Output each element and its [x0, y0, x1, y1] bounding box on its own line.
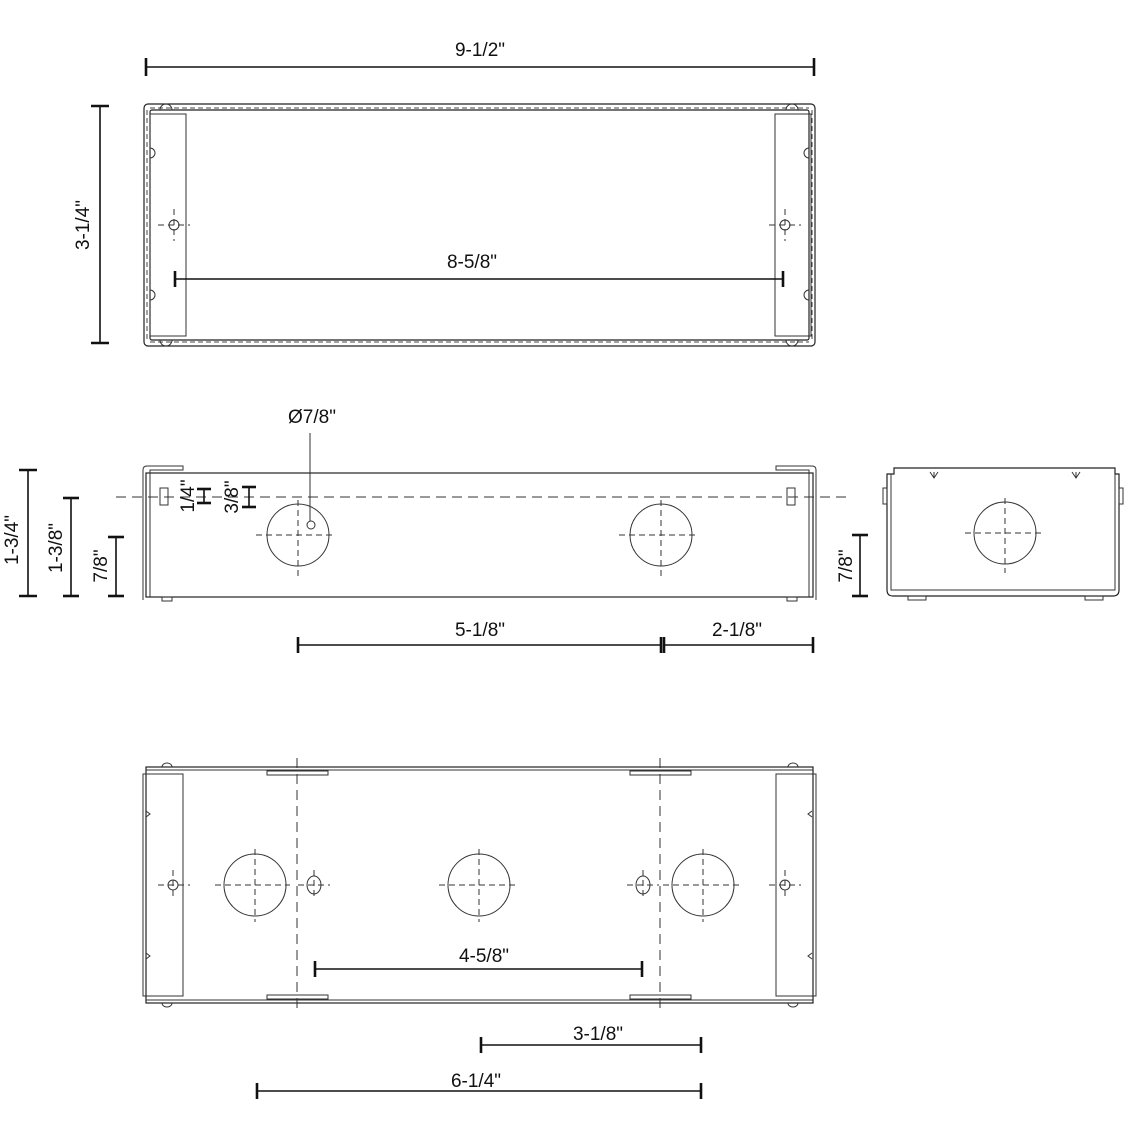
- mount-hole-left: [158, 209, 190, 241]
- dim-label-6-1-4: 6-1/4": [451, 1071, 501, 1092]
- dim-label-hole-diameter: Ø7/8": [288, 407, 336, 428]
- dim-label-3-1-8: 3-1/8": [573, 1024, 623, 1045]
- dim-label-hole-center-height: 7/8": [91, 549, 112, 582]
- knockout-hole-left: [256, 500, 334, 580]
- bottom-view: 4-5/8" 3-1/8" 6-1/4": [142, 758, 817, 1099]
- small-hole-left: [298, 870, 330, 900]
- dim-label-hole-spacing: 5-1/8": [455, 620, 505, 641]
- dim-hole-spacing: 5-1/8": [296, 620, 663, 653]
- top-view: 9-1/2" 3-1/4": [73, 40, 816, 347]
- dim-label-overall-height: 3-1/4": [73, 200, 94, 250]
- side-view: 7/8": [836, 467, 1124, 601]
- bottom-mount-hole-left: [158, 870, 190, 900]
- dim-label-mount-spacing: 8-5/8": [447, 252, 497, 273]
- dim-height-1: 1-3/8": [46, 496, 79, 598]
- dim-overall-height: 3-1/4": [73, 104, 109, 345]
- bottom-knockout-center: [439, 849, 515, 922]
- dim-mount-spacing: 8-5/8": [173, 252, 785, 287]
- dim-3-1-8: 3-1/8": [479, 1024, 703, 1053]
- dim-label-total-height: 1-3/4": [2, 515, 23, 565]
- mount-hole-right: [769, 209, 801, 241]
- dim-label-small-hole-spacing: 4-5/8": [459, 946, 509, 967]
- bottom-knockout-left: [215, 849, 290, 922]
- dim-hole-to-edge: 2-1/8": [662, 620, 815, 653]
- dim-hole-diameter: Ø7/8": [288, 407, 336, 521]
- bottom-mount-hole-right: [769, 870, 801, 900]
- dim-tab-offset-1: 1/4": [178, 479, 211, 513]
- dim-side-hole-center-height: 7/8": [836, 533, 868, 598]
- dim-overall-width: 9-1/2": [144, 40, 816, 76]
- dim-small-hole-spacing: 4-5/8": [313, 946, 644, 977]
- dim-label-overall-width: 9-1/2": [455, 40, 505, 61]
- dim-label-hole-to-edge: 2-1/8": [712, 620, 762, 641]
- small-hole-right: [627, 870, 659, 900]
- dim-label-side-hole-center-height: 7/8": [836, 549, 857, 582]
- knockout-hole-side: [965, 498, 1043, 573]
- dim-label-tab-offset-2: 3/8": [222, 480, 243, 513]
- bottom-knockout-right: [663, 849, 740, 922]
- dim-label-height-1: 1-3/8": [46, 523, 67, 573]
- knockout-hole-right: [619, 500, 697, 580]
- dim-tab-offset-2: 3/8": [222, 480, 256, 514]
- dim-hole-center-height: 7/8": [91, 535, 124, 598]
- dim-total-height: 1-3/4": [2, 468, 37, 598]
- front-view: Ø7/8" 1-3/4" 1-3/8" 7/8" 1/4": [2, 407, 846, 653]
- box-outline-top: [143, 103, 816, 347]
- dim-6-1-4: 6-1/4": [255, 1071, 703, 1099]
- dim-label-tab-offset-1: 1/4": [178, 479, 199, 512]
